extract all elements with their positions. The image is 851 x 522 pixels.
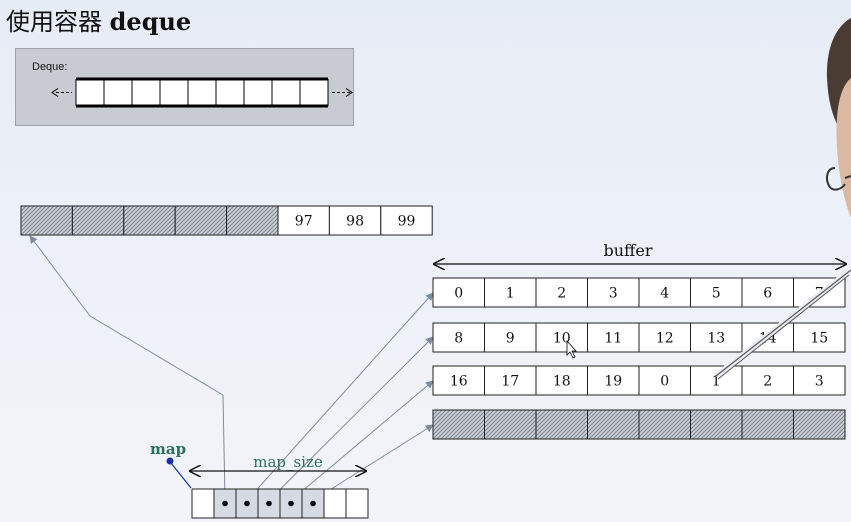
buffer-rows: 0123456789101112131415161718190123 [433, 278, 845, 439]
buffer-value: 13 [707, 331, 725, 347]
buffer-value: 3 [815, 374, 824, 390]
map-pointer-line [291, 381, 433, 501]
top-buffer-value: 97 [295, 214, 313, 230]
map-pointer-line [30, 236, 225, 501]
buffer-value: 19 [604, 374, 622, 390]
map-cell [324, 489, 346, 518]
buffer-empty-cell [691, 410, 743, 439]
buffer-empty-cell [794, 410, 846, 439]
map-pointer-dot [310, 501, 316, 507]
buffer-value: 2 [763, 374, 772, 390]
buffer-value: 11 [604, 331, 622, 347]
buffer-empty-cell [433, 410, 485, 439]
top-buffer-empty-cell [227, 206, 278, 235]
buffer-value: 1 [506, 286, 515, 302]
map-label: map [150, 440, 186, 458]
buffer-empty-cell [588, 410, 640, 439]
map-area: map map_size [150, 440, 368, 518]
buffer-value: 16 [450, 374, 468, 390]
map-cell [192, 489, 214, 518]
top-buffer-value: 98 [346, 214, 364, 230]
top-buffer-empty-cell [72, 206, 123, 235]
buffer-value: 0 [660, 374, 669, 390]
map-pointer-dot [222, 501, 228, 507]
buffer-empty-cell [639, 410, 691, 439]
top-buffer-empty-cell [175, 206, 226, 235]
buffer-value: 3 [609, 286, 618, 302]
buffer-label: buffer [603, 241, 652, 260]
top-buffer-empty-cell [124, 206, 175, 235]
buffer-value: 12 [656, 331, 674, 347]
top-buffer-value: 99 [398, 214, 416, 230]
buffer-empty-cell [536, 410, 588, 439]
buffer-value: 17 [501, 374, 519, 390]
map-pointer-lines [30, 236, 433, 501]
map-pointer-dot [288, 501, 294, 507]
map-pointer-arrow [171, 463, 191, 488]
presenter-head [821, 18, 851, 228]
top-buffer-empty-cell [21, 206, 72, 235]
buffer-value: 15 [810, 331, 828, 347]
buffer-value: 2 [557, 286, 566, 302]
map-pointer-dot [244, 501, 250, 507]
map-pointer-line [269, 337, 433, 501]
map-pointer-dot [266, 501, 272, 507]
buffer-empty-cell [742, 410, 794, 439]
buffer-value: 8 [454, 331, 463, 347]
buffer-value: 6 [763, 286, 772, 302]
buffer-value: 18 [553, 374, 571, 390]
buffer-value: 9 [506, 331, 515, 347]
top-buffer: 97 98 99 [21, 206, 432, 235]
buffer-value: 4 [660, 286, 669, 302]
buffer-empty-cell [485, 410, 537, 439]
map-cell [346, 489, 368, 518]
map-size-label: map_size [253, 453, 323, 471]
map-dot [167, 458, 174, 465]
buffer-value: 5 [712, 286, 721, 302]
buffer-value: 0 [454, 286, 463, 302]
